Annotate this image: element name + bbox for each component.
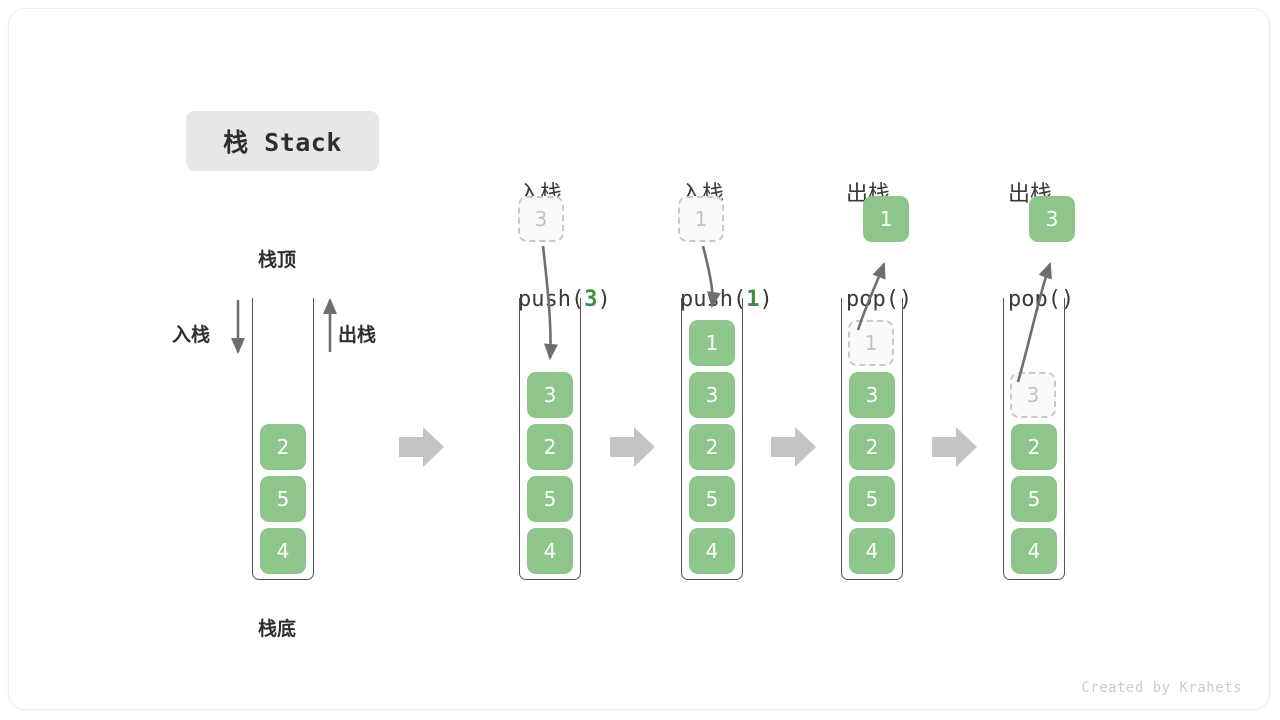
stack-top-label: 栈顶 — [258, 249, 297, 271]
stack-cell: 3 — [527, 372, 573, 418]
title-chip-label: 栈 Stack — [223, 128, 342, 157]
stack-cell: 5 — [849, 476, 895, 522]
stack-cell: 4 — [1011, 528, 1057, 574]
incoming-ghost-cell: 1 — [678, 196, 724, 242]
stack-cell: 2 — [260, 424, 306, 470]
stack-cell: 5 — [260, 476, 306, 522]
stack-container-push-3 — [519, 298, 581, 580]
stack-cell: 4 — [849, 528, 895, 574]
stack-cell: 4 — [527, 528, 573, 574]
column-header-push-3: 入栈 push(3) — [518, 107, 611, 387]
stack-cell: 5 — [1011, 476, 1057, 522]
stack-cell: 2 — [849, 424, 895, 470]
stack-cell: 1 — [689, 320, 735, 366]
stack-cell: 4 — [260, 528, 306, 574]
title-chip: 栈 Stack — [186, 111, 379, 171]
stack-cell: 5 — [527, 476, 573, 522]
stack-container-push-1 — [681, 298, 743, 580]
stack-cell: 3 — [849, 372, 895, 418]
stack-container-initial — [252, 298, 314, 580]
column-header-arg: 3 — [584, 287, 598, 312]
stack-cell: 3 — [689, 372, 735, 418]
stack-container-pop-1 — [841, 298, 903, 580]
pop-side-label: 出栈 — [338, 324, 377, 346]
stack-container-pop-2 — [1003, 298, 1065, 580]
stack-bottom-label: 栈底 — [258, 618, 297, 640]
column-header-code-post: ) — [759, 287, 773, 312]
stack-cell: 2 — [689, 424, 735, 470]
stack-cell: 5 — [689, 476, 735, 522]
watermark: Created by Krahets — [1081, 680, 1242, 696]
outgoing-ghost-cell: 1 — [848, 320, 894, 366]
stack-cell: 4 — [689, 528, 735, 574]
popped-cell: 1 — [863, 196, 909, 242]
popped-cell: 3 — [1029, 196, 1075, 242]
column-header-arg: 1 — [746, 287, 760, 312]
stack-cell: 2 — [1011, 424, 1057, 470]
stack-cell: 2 — [527, 424, 573, 470]
push-side-label: 入栈 — [172, 324, 211, 346]
column-header-code-post: ) — [597, 287, 611, 312]
incoming-ghost-cell: 3 — [518, 196, 564, 242]
outgoing-ghost-cell: 3 — [1010, 372, 1056, 418]
